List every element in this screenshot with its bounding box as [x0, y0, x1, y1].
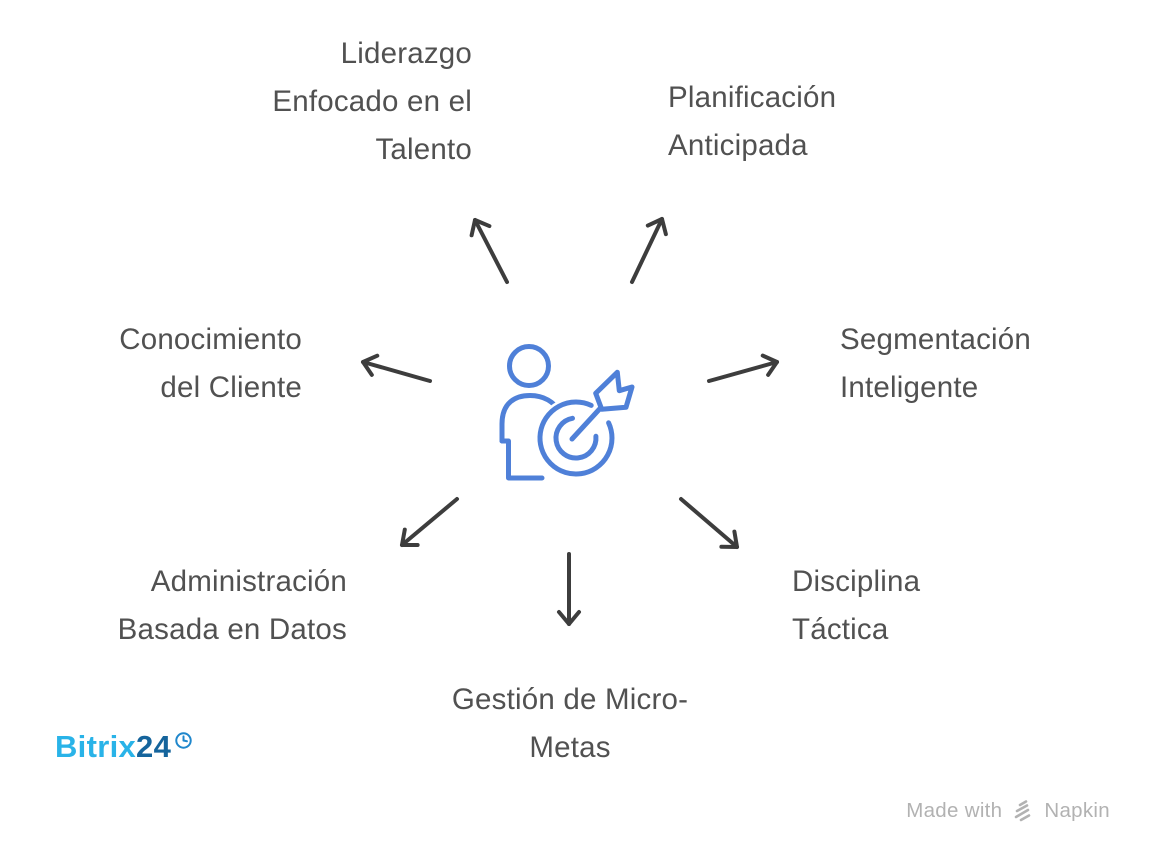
node-segmentacion-inteligente: Segmentación Inteligente — [840, 316, 1031, 412]
node-label-line: Segmentación — [840, 323, 1031, 356]
napkin-credit: Made with Napkin — [906, 799, 1110, 823]
node-label-line: Administración — [150, 565, 347, 598]
arrow-to-liderazgo — [469, 218, 509, 284]
target-inner-ring — [553, 415, 599, 461]
node-label-line: Liderazgo — [340, 37, 472, 70]
person-leg — [499, 438, 545, 481]
arrow-to-administracion — [400, 497, 459, 547]
node-administracion-basada-en-datos: Administración Basada en Datos — [118, 558, 347, 654]
target-outer-ring — [537, 399, 615, 477]
node-label-line: del Cliente — [160, 371, 302, 404]
node-label-line: Anticipada — [668, 129, 808, 162]
arrow-to-disciplina — [679, 497, 739, 549]
node-label-line: Inteligente — [840, 371, 979, 404]
bitrix-logo-number: 24 — [136, 729, 172, 764]
arrow-to-conocimiento — [361, 353, 432, 383]
napkin-credit-prefix: Made with — [906, 799, 1003, 822]
node-disciplina-tactica: Disciplina Táctica — [792, 558, 920, 654]
node-gestion-de-micro-metas: Gestión de Micro- Metas — [370, 676, 770, 772]
arrow-to-segmentacion — [707, 353, 779, 383]
clock-icon — [175, 732, 192, 749]
person-body — [499, 393, 563, 444]
node-label-line: Táctica — [792, 613, 889, 646]
node-label-line: Basada en Datos — [117, 613, 347, 646]
node-planificacion-anticipada: Planificación Anticipada — [668, 74, 836, 170]
node-label-line: Disciplina — [792, 565, 921, 598]
napkin-logo-icon — [1015, 800, 1031, 822]
node-conocimiento-del-cliente: Conocimiento del Cliente — [119, 316, 302, 412]
node-label-line: Enfocado en el — [272, 85, 472, 118]
person-target-icon — [499, 344, 635, 481]
bitrix-logo-text: Bitrix — [55, 729, 137, 764]
node-label-line: Planificación — [668, 81, 837, 114]
person-head — [507, 344, 551, 388]
node-label-line: Talento — [375, 133, 472, 166]
node-label-line: Gestión de Micro- — [451, 683, 689, 716]
arrow-to-planificacion — [630, 217, 668, 284]
dart-fletching — [593, 369, 635, 412]
node-label-line: Metas — [529, 731, 611, 764]
node-label-line: Conocimiento — [119, 323, 302, 356]
napkin-credit-brand: Napkin — [1044, 799, 1110, 822]
node-liderazgo-enfocado-en-el-talento: Liderazgo Enfocado en el Talento — [272, 30, 472, 174]
